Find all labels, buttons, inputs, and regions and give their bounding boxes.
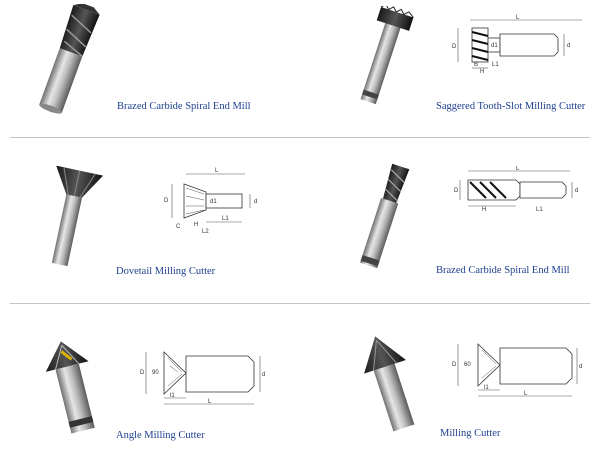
brazed-spiral-end-mill-photo-2 [360,163,410,269]
dim-L1-label: L1 [222,216,229,222]
dim-d1-label: d1 [210,199,217,205]
dim-d-label: d [575,188,578,194]
milling-cutter-photo [364,336,415,432]
dim-C-label: C [176,224,181,230]
dim-angle-label: 60 [464,362,471,368]
dim-d1-label: d1 [491,43,498,49]
row-separator-2 [10,303,590,304]
dim-L-label: L [215,168,219,174]
dim-D-label: D [452,362,457,368]
dim-l1-label: l1 [170,393,175,399]
dim-d-label: d [254,199,257,205]
dim-D-label: D [140,370,145,376]
caption-angle-milling-cutter: Angle Milling Cutter [116,430,205,441]
dim-angle-label: 90 [152,370,159,376]
row-separator-1 [10,137,590,138]
dovetail-cutter-photo [51,166,104,267]
dim-H-label: H [480,69,484,74]
caption-dovetail-cutter: Dovetail Milling Cutter [116,266,216,277]
saggered-tooth-slot-cutter-photo [360,6,414,105]
dim-L-label: L [524,391,528,397]
dim-H-label: H [194,222,198,228]
dim-L1-label: L1 [492,62,499,68]
brazed-spiral-end-mill-photo [39,4,100,114]
dim-B-label: B [474,62,478,68]
dim-d-label: d [579,364,582,370]
dim-D-label: D [454,188,459,194]
dim-L-label: L [516,166,520,172]
dim-L1-label: L1 [536,207,543,213]
angle-milling-cutter-diagram: D 90 d l1 L [140,351,265,405]
caption-milling-cutter: Milling Cutter [440,428,501,439]
milling-cutter-diagram: D 60 d l1 L [452,343,582,397]
caption-brazed-spiral-end-mill-2: Brazed Carbide Spiral End Mill [436,265,570,276]
spiral-end-mill-diagram: L D d H L1 [454,166,578,213]
dim-L-label: L [516,15,520,21]
dim-L-label: L [208,399,212,405]
dim-D-label: D [452,44,457,50]
angle-milling-cutter-photo [45,341,95,434]
dim-d-label: d [262,372,265,378]
dim-l1-label: l1 [484,385,489,391]
caption-brazed-spiral-end-mill: Brazed Carbide Spiral End Mill [117,101,251,112]
dim-H-label: H [482,207,486,213]
dim-d-label: d [567,43,570,49]
caption-saggered-tooth-slot-cutter: Saggered Tooth-Slot Milling Cutter [436,101,586,112]
dim-D-label: D [164,198,169,204]
saggered-tooth-slot-diagram: L D d1 d B H L1 [452,15,582,74]
dim-L2-label: L2 [202,229,209,235]
dovetail-diagram: L D d1 d H C L1 L2 [164,168,257,235]
